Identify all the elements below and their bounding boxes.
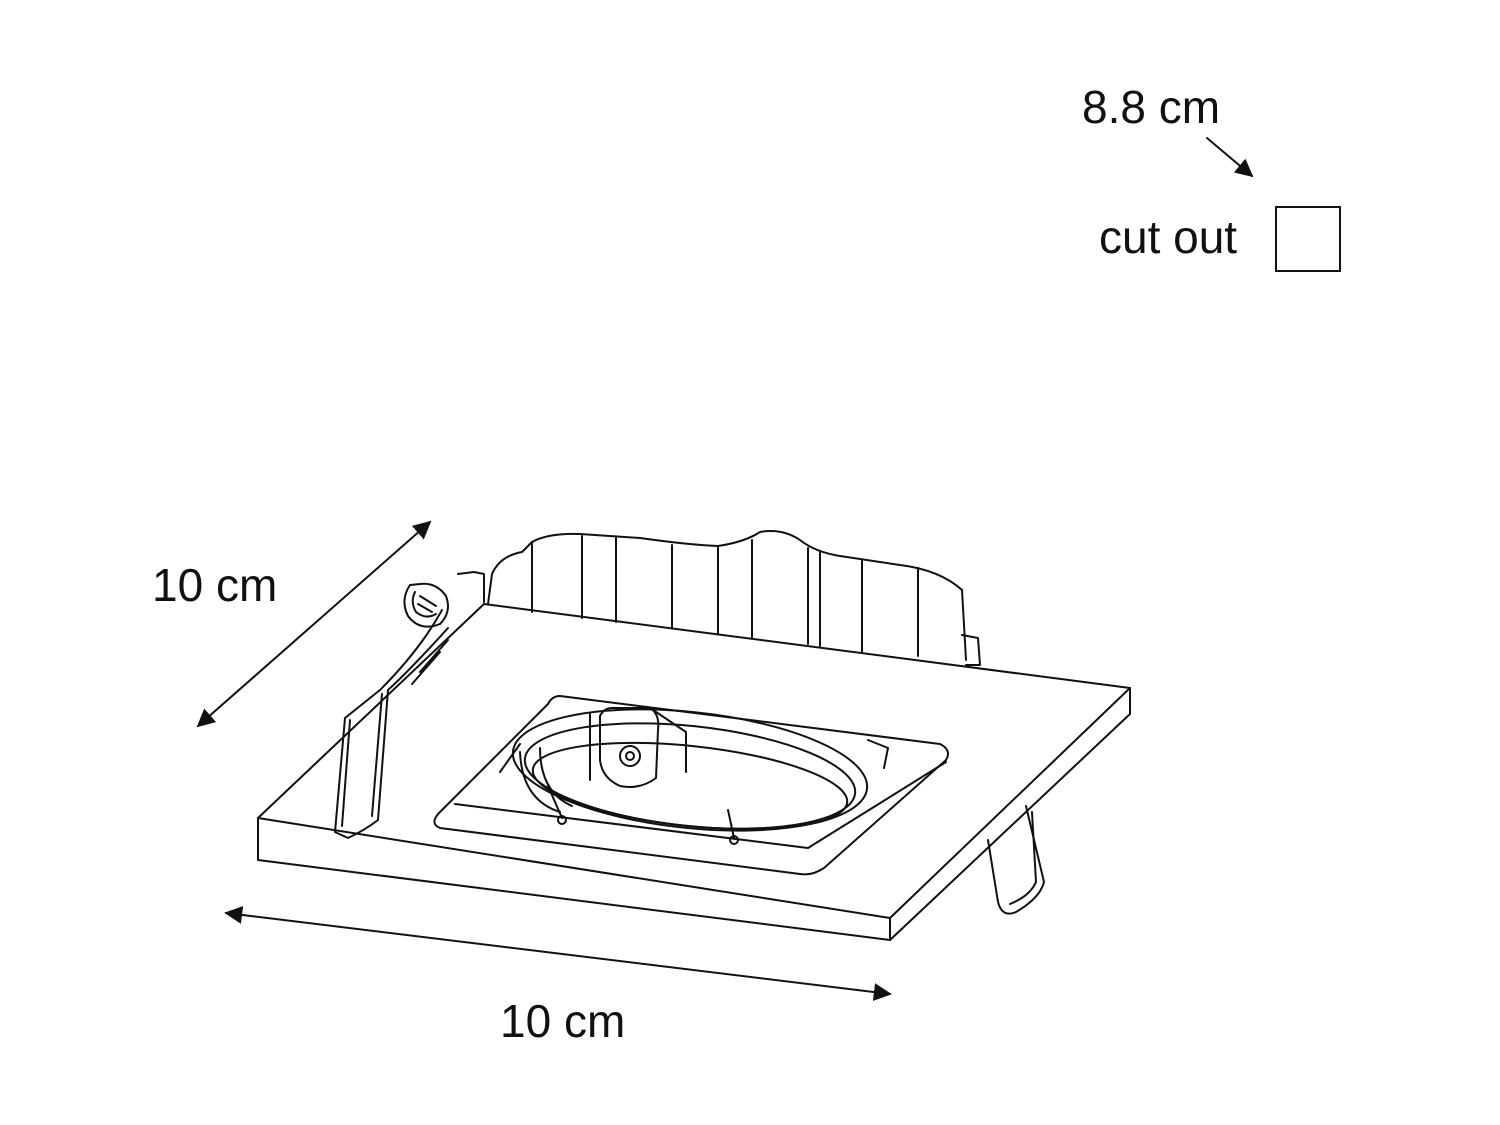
cutout-pointer-arrow xyxy=(1206,137,1254,178)
gimbal-ring xyxy=(511,708,869,845)
width-dimension-arrow xyxy=(224,906,892,1001)
depth-dimension-label: 10 cm xyxy=(152,559,278,611)
depth-dimension-arrow xyxy=(196,520,432,728)
housing-body xyxy=(487,530,981,666)
cutout-text-label: cut out xyxy=(1099,211,1238,263)
square-outline-icon xyxy=(1275,206,1341,272)
left-spring-clip xyxy=(334,571,485,839)
width-dimension-label: 10 cm xyxy=(500,995,626,1047)
right-spring-clip xyxy=(987,805,1045,915)
socket-bracket xyxy=(589,707,687,788)
inner-opening xyxy=(433,695,949,876)
cutout-dimension-label: 8.8 cm xyxy=(1082,81,1221,133)
square-trim-plate xyxy=(257,603,1131,941)
